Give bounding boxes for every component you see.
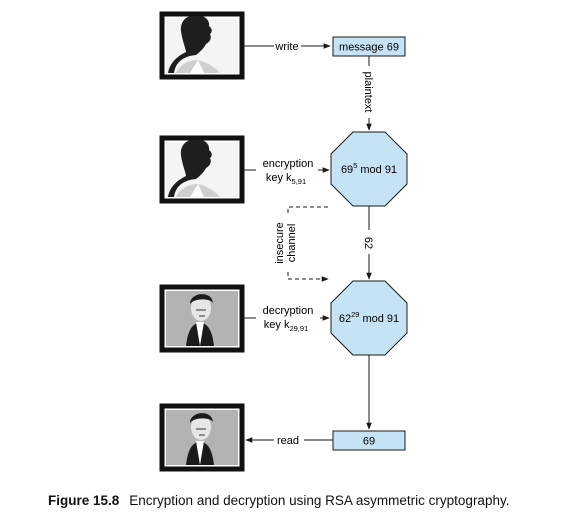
encrypt-base: 69 — [341, 164, 353, 176]
decrypt-mod: mod 91 — [362, 313, 399, 325]
insecure-channel-label-bg — [270, 214, 304, 272]
figure-caption-label: Figure 15.8 — [48, 493, 120, 508]
result-box-label: 69 — [363, 436, 375, 448]
decrypt-exponent: 29 — [351, 310, 359, 319]
decrypt-octagon — [330, 280, 408, 356]
sender-portrait-top — [159, 11, 245, 80]
decryption-key-subscript: 29,91 — [289, 324, 308, 333]
insecure-channel-line2: channel — [286, 224, 298, 263]
decryption-key-line1: decryption — [263, 305, 314, 317]
read-label: read — [277, 435, 299, 447]
encryption-key-subscript: 5,91 — [292, 177, 307, 186]
decryption-key-line2: key k29,91 — [264, 319, 308, 333]
figure-caption: Figure 15.8 Encryption and decryption usi… — [48, 493, 509, 508]
write-label: write — [274, 41, 298, 53]
encryption-key-line1: encryption — [263, 158, 314, 170]
encrypt-exponent: 5 — [353, 161, 357, 170]
encryption-key-line2: key k5,91 — [266, 172, 306, 186]
sender-portrait-encrypt — [159, 135, 245, 204]
decrypt-base: 62 — [339, 313, 351, 325]
receiver-portrait-decrypt — [159, 284, 245, 353]
figure-caption-text: Encryption and decryption using RSA asym… — [129, 493, 510, 508]
receiver-portrait-read — [159, 403, 245, 472]
message-box-label: message 69 — [339, 42, 399, 54]
insecure-channel-line1: insecure — [274, 222, 286, 264]
plaintext-label: plaintext — [362, 72, 374, 113]
encrypt-octagon — [330, 131, 408, 207]
encryption-key-prefix: key k — [266, 172, 292, 184]
encrypt-mod: mod 91 — [360, 164, 397, 176]
decryption-key-prefix: key k — [264, 319, 290, 331]
cipher-value-label: 62 — [362, 237, 374, 249]
